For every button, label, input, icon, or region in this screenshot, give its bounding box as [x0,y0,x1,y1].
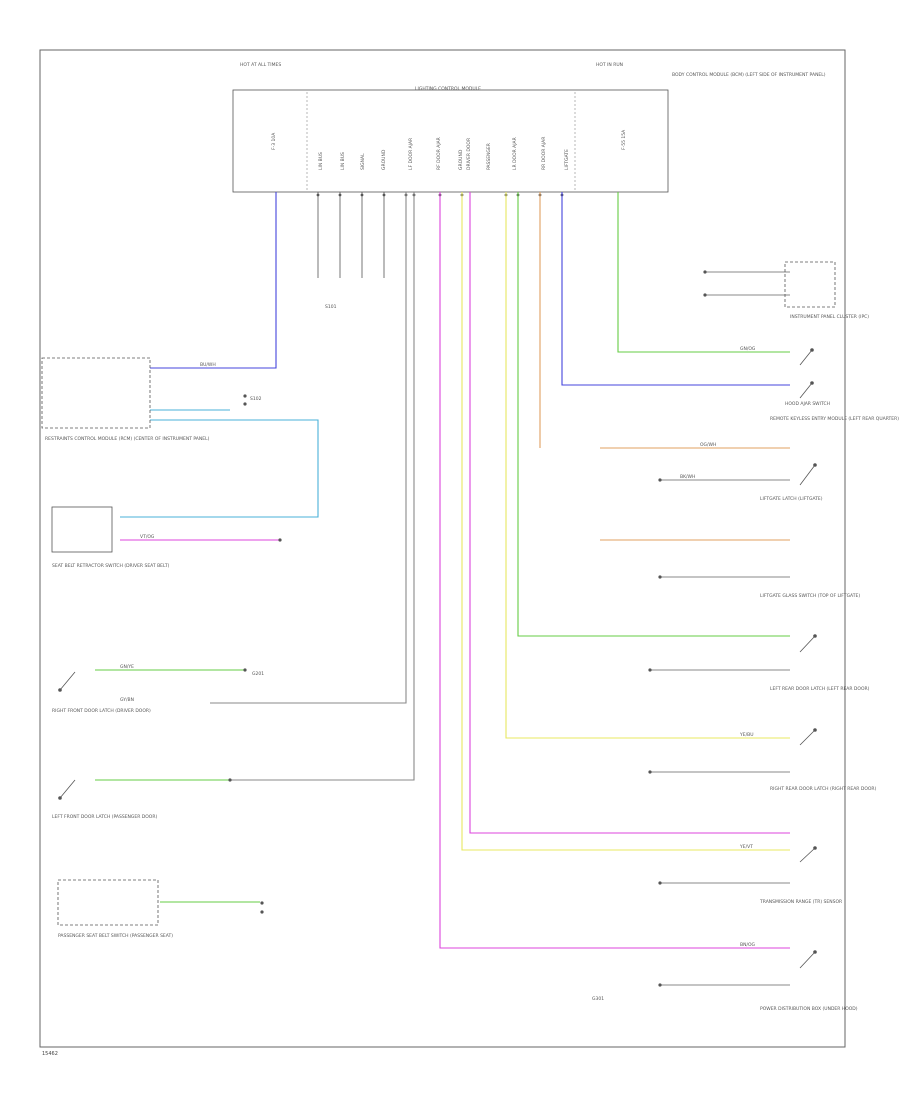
wire-label-gn2: GN/YE [120,664,134,670]
component-label-tr-sensor: TRANSMISSION RANGE (TR) SENSOR [759,899,842,905]
pin-label-8: GROUND [458,149,464,170]
top-module-title: LIGHTING CONTROL MODULE [415,86,481,92]
component-box-ipc [784,261,836,308]
component-label-ipc: INSTRUMENT PANEL CLUSTER (IPC) [790,314,869,320]
pin-label-6: LF DOOR AJAR [408,138,414,170]
splice-label-s102: S102 [250,396,262,402]
switch-right-5 [799,728,817,746]
splice-label-s101: S101 [325,304,337,310]
switch-right-4 [799,634,817,653]
switch-right-3 [799,463,817,486]
wire-magenta-b [439,192,790,949]
wire-yellow-a [505,192,790,739]
pin-label-5: GROUND [381,149,387,170]
component-label-rr-door: RIGHT REAR DOOR LATCH (RIGHT REAR DOOR) [770,786,877,792]
wire-label-gy: GY/BN [120,697,134,703]
wire-label-og: OG/WH [700,442,716,448]
top-module-left-header: HOT AT ALL TIMES [240,62,281,68]
wire-lightblue [120,419,319,518]
component-label-seatbelt: SEAT BELT RETRACTOR SWITCH (DRIVER SEAT … [52,563,170,569]
pin-label-11: LR DOOR AJAR [512,137,518,170]
wire-label-bu: BU/WH [200,362,216,368]
wire-yellow-b [461,192,790,851]
diagram-footer-code: 15462 [42,1051,58,1057]
top-module-right-desc: BODY CONTROL MODULE (BCM) (LEFT SIDE OF … [672,72,826,78]
pin-label-10: PASSENGER [486,143,492,170]
wire-blue-left [150,192,277,369]
switch-left-1 [58,671,76,692]
component-label-lr-door: LEFT REAR DOOR LATCH (LEFT REAR DOOR) [770,686,870,692]
wire-label-bk: BK/WH [680,474,695,480]
component-box-rcm [41,357,151,429]
component-label-lf-door: LEFT FRONT DOOR LATCH (PASSENGER DOOR) [52,814,157,820]
component-box-seatbelt [51,506,113,553]
wire-label-vt: VT/OG [140,534,155,540]
wire-gray-b [210,192,415,781]
pin-label-3: LIN BUS [340,152,346,170]
pin-label-12: RR DOOR AJAR [541,137,547,170]
top-module-right-header: HOT IN RUN [596,62,623,68]
wire-blue-right [561,192,790,386]
pin-label-14: F-55 15A [621,129,627,150]
pin-label-4: SIGNAL [360,153,366,170]
component-label-pdb: POWER DISTRIBUTION BOX (UNDER HOOD) [760,1006,858,1012]
connector-dots [228,270,707,987]
wire-green-top [617,192,790,353]
switch-left-2 [58,779,76,800]
pin-label-2: LIN BUS [318,152,324,170]
wire-green-mid [517,192,790,637]
pin-label-7: RF DOOR AJAR [436,137,442,170]
pin-label-9: DRIVER DOOR [466,138,472,170]
wire-label-bn: BN/OG [740,942,756,948]
component-label-rf-door: RIGHT FRONT DOOR LATCH (DRIVER DOOR) [52,708,151,714]
wire-label-ye: YE/BU [739,732,754,738]
component-label-liftgate-glass: LIFTGATE GLASS SWITCH (TOP OF LIFTGATE) [760,593,860,599]
component-label-liftgate-latch: LIFTGATE LATCH (LIFTGATE) [760,496,823,502]
ground-label-g301: G301 [592,996,604,1002]
wire-label-gn: GN/OG [740,346,756,352]
wire-gray-a [210,192,407,704]
diagram-frame [39,49,846,1048]
pin-label-1: F-3 10A [271,132,277,150]
switch-right-7 [799,950,817,969]
component-label-rke: REMOTE KEYLESS ENTRY MODULE (LEFT REAR Q… [770,416,899,422]
wire-label-ye2: YE/VT [739,844,753,850]
component-label-rcm: RESTRAINTS CONTROL MODULE (RCM) (CENTER … [45,436,210,442]
component-label-passenger-switch: PASSENGER SEAT BELT SWITCH (PASSENGER SE… [58,933,173,939]
component-box-passenger-switch [57,879,159,926]
pin-label-13: LIFTGATE [564,149,570,170]
switch-right-6 [799,846,817,863]
ground-label-g201: G201 [252,671,264,677]
switch-right-2 [799,381,814,399]
switch-right-1 [799,348,814,366]
module-stubs [317,192,385,278]
wire-magenta-a [469,192,790,834]
top-module-box [232,89,669,193]
module-pin-labels: F-3 10A LIN BUS LIN BUS SIGNAL GROUND LF… [271,129,627,170]
component-label-hood: HOOD AJAR SWITCH [785,401,830,407]
